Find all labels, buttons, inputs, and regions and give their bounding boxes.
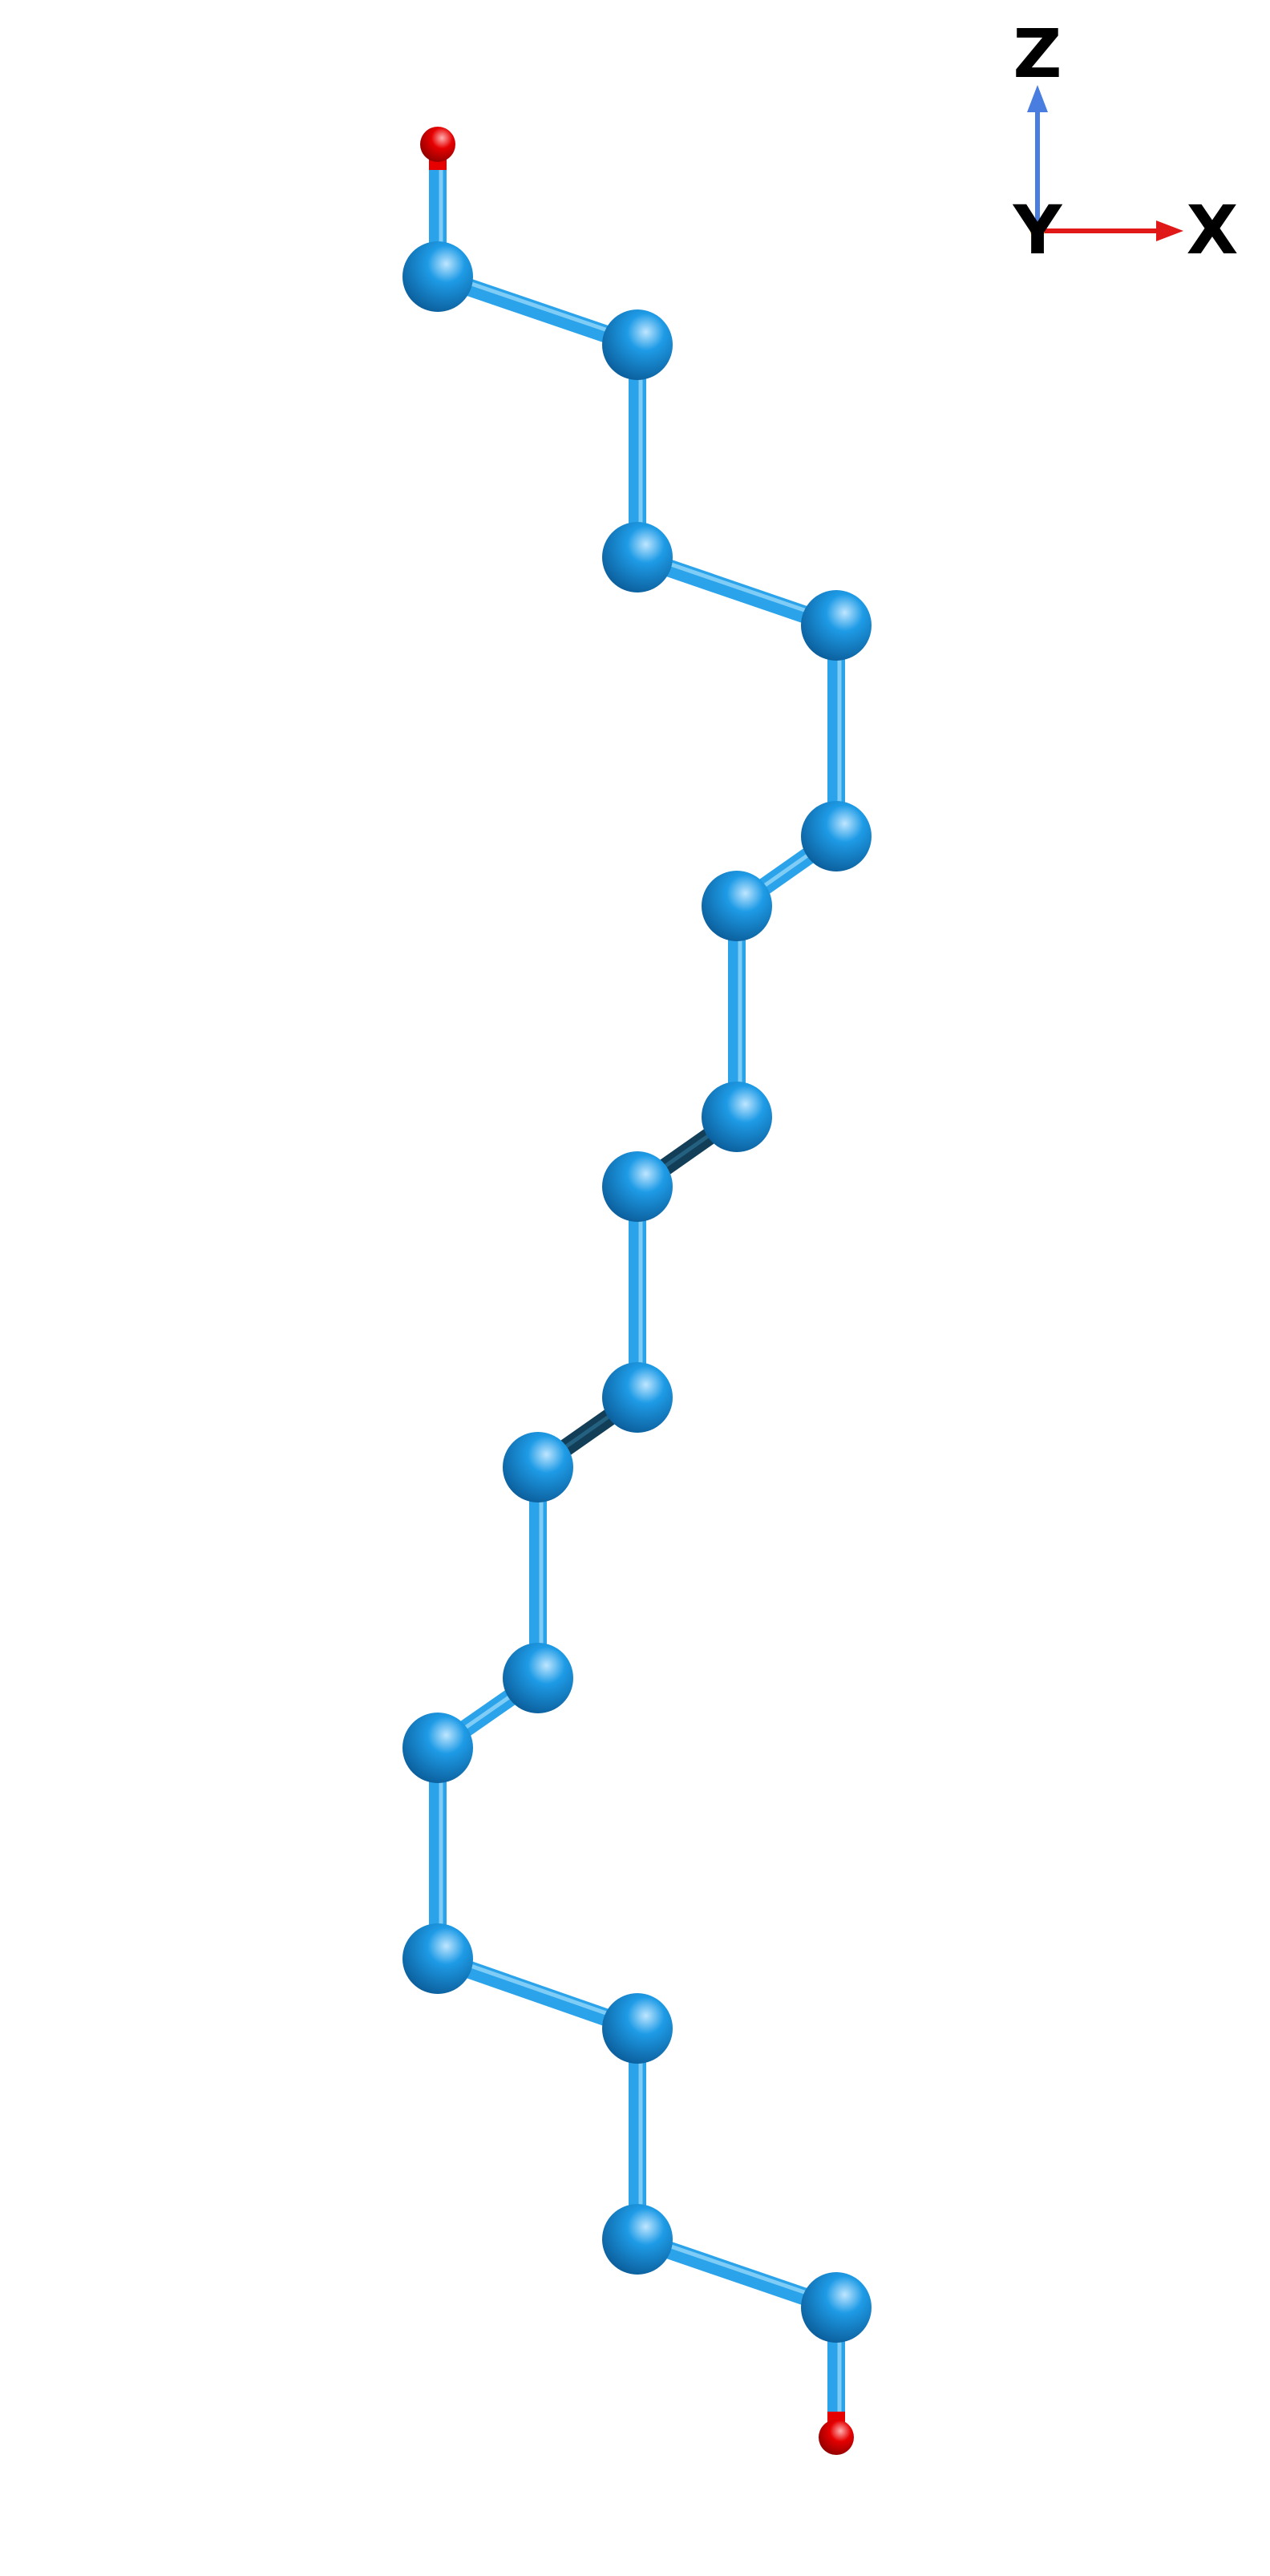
chain-atom-6[interactable] <box>702 1082 772 1152</box>
terminal-atom-0[interactable] <box>420 127 455 162</box>
chain-atom-3[interactable] <box>801 590 872 661</box>
chain-atom-1[interactable] <box>602 309 673 380</box>
chain-atom-11[interactable] <box>402 1713 473 1783</box>
bond-layer <box>429 135 845 2446</box>
x-axis-label: X <box>1187 191 1239 269</box>
terminal-atom-1[interactable] <box>819 2420 854 2455</box>
chain-atom-12[interactable] <box>402 1923 473 1994</box>
chain-atom-4[interactable] <box>801 801 872 871</box>
chain-atom-5[interactable] <box>702 871 772 941</box>
chain-atom-0[interactable] <box>402 241 473 312</box>
axis-orientation-indicator: Z X Y <box>1013 14 1239 269</box>
z-axis-label: Z <box>1013 14 1062 93</box>
chain-atom-14[interactable] <box>602 2204 673 2275</box>
chain-atom-8[interactable] <box>602 1362 673 1433</box>
chain-atom-15[interactable] <box>801 2272 872 2343</box>
z-axis-arrowhead <box>1027 85 1048 112</box>
chain-atom-9[interactable] <box>503 1432 573 1502</box>
chain-atom-7[interactable] <box>602 1151 673 1222</box>
chain-atom-13[interactable] <box>602 1993 673 2064</box>
atom-layer <box>402 127 872 2455</box>
x-axis-arrowhead <box>1156 220 1183 241</box>
chain-atom-10[interactable] <box>503 1643 573 1713</box>
y-axis-label: Y <box>1013 191 1063 269</box>
chain-atom-2[interactable] <box>602 522 673 592</box>
y-axis-origin-dot <box>1030 224 1045 238</box>
